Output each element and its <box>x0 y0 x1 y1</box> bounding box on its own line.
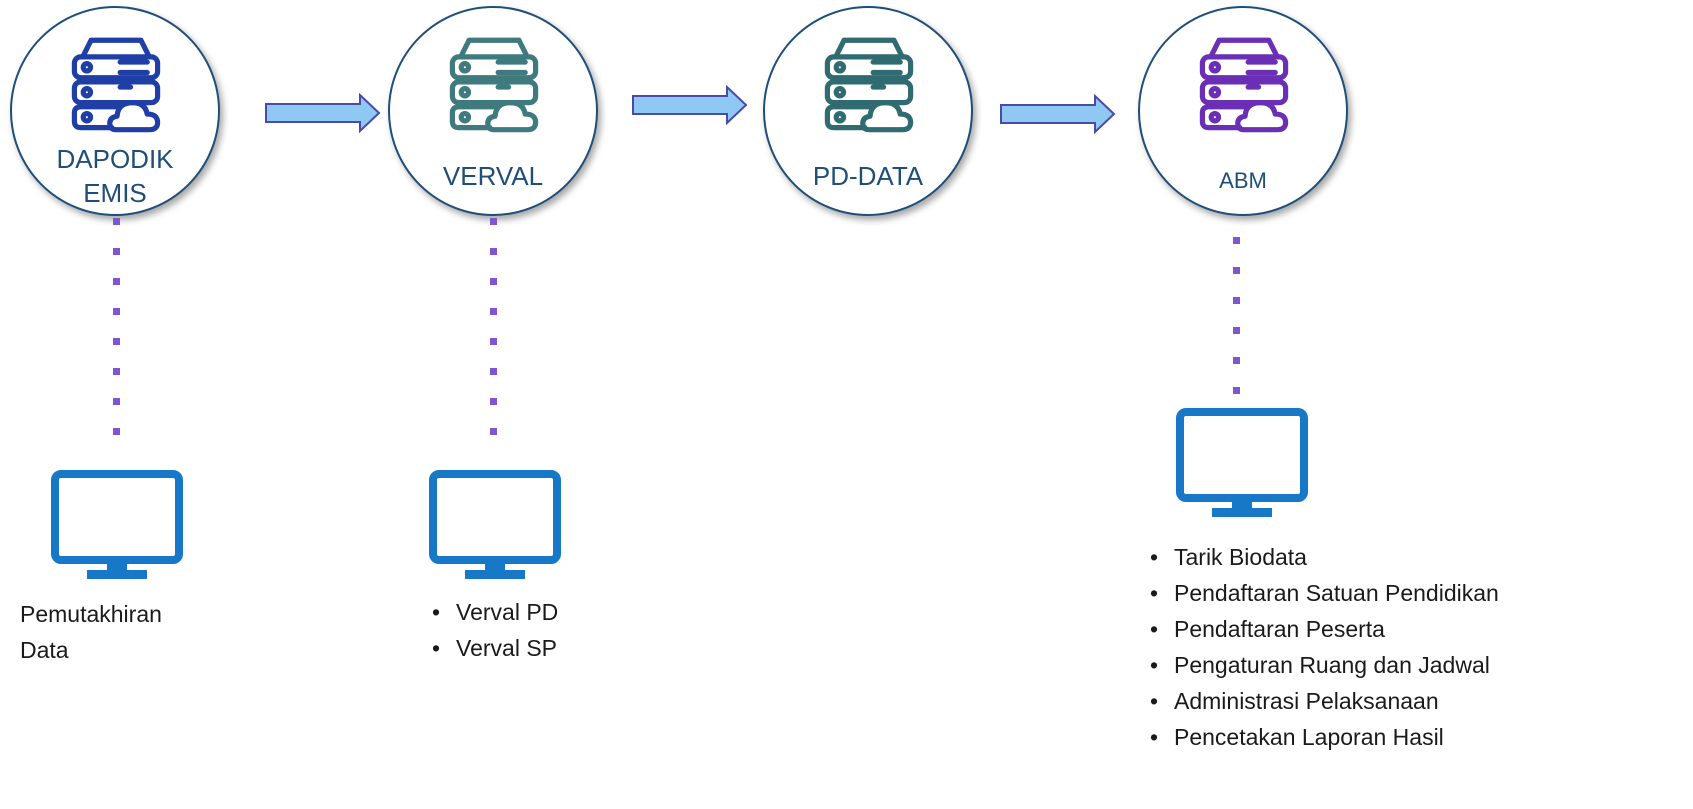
node-dapodik: DAPODIK EMIS <box>10 6 220 216</box>
server-cloud-icon <box>71 37 161 133</box>
list-item: Pendaftaran Satuan Pendidikan <box>1144 575 1499 611</box>
monitor-icon <box>1176 408 1308 517</box>
server-cloud-icon <box>449 37 539 133</box>
right-arrow-icon <box>632 85 748 125</box>
node-label: VERVAL <box>442 161 544 191</box>
connector-dapodik <box>113 218 120 458</box>
caption-line: Data <box>20 637 69 663</box>
list-item: Tarik Biodata <box>1144 539 1499 575</box>
caption-line: Pemutakhiran <box>20 601 162 627</box>
list-item: Verval SP <box>426 630 558 666</box>
node-label: PD-DATA <box>812 161 924 191</box>
connector-verval <box>490 218 497 458</box>
node-pd-data: PD-DATA <box>763 6 973 216</box>
server-cloud-icon <box>1199 37 1289 133</box>
monitor-icon <box>51 470 183 579</box>
node-label: ABM <box>1219 168 1267 193</box>
list-item: Administrasi Pelaksanaan <box>1144 683 1499 719</box>
list-item: Pencetakan Laporan Hasil <box>1144 719 1499 755</box>
caption-verval-list: Verval PD Verval SP <box>426 594 558 666</box>
right-arrow-icon <box>265 93 381 133</box>
caption-dapodik: Pemutakhiran Data <box>20 596 162 668</box>
caption-abm-list: Tarik Biodata Pendaftaran Satuan Pendidi… <box>1144 539 1499 755</box>
server-cloud-icon <box>824 37 914 133</box>
node-verval: VERVAL <box>388 6 598 216</box>
list-item: Pengaturan Ruang dan Jadwal <box>1144 647 1499 683</box>
node-abm: ABM <box>1138 6 1348 216</box>
monitor-icon <box>429 470 561 579</box>
connector-abm <box>1233 237 1240 417</box>
list-item: Verval PD <box>426 594 558 630</box>
node-label: DAPODIK <box>56 144 174 174</box>
node-label: EMIS <box>83 178 147 208</box>
list-item: Pendaftaran Peserta <box>1144 611 1499 647</box>
right-arrow-icon <box>1000 94 1116 134</box>
